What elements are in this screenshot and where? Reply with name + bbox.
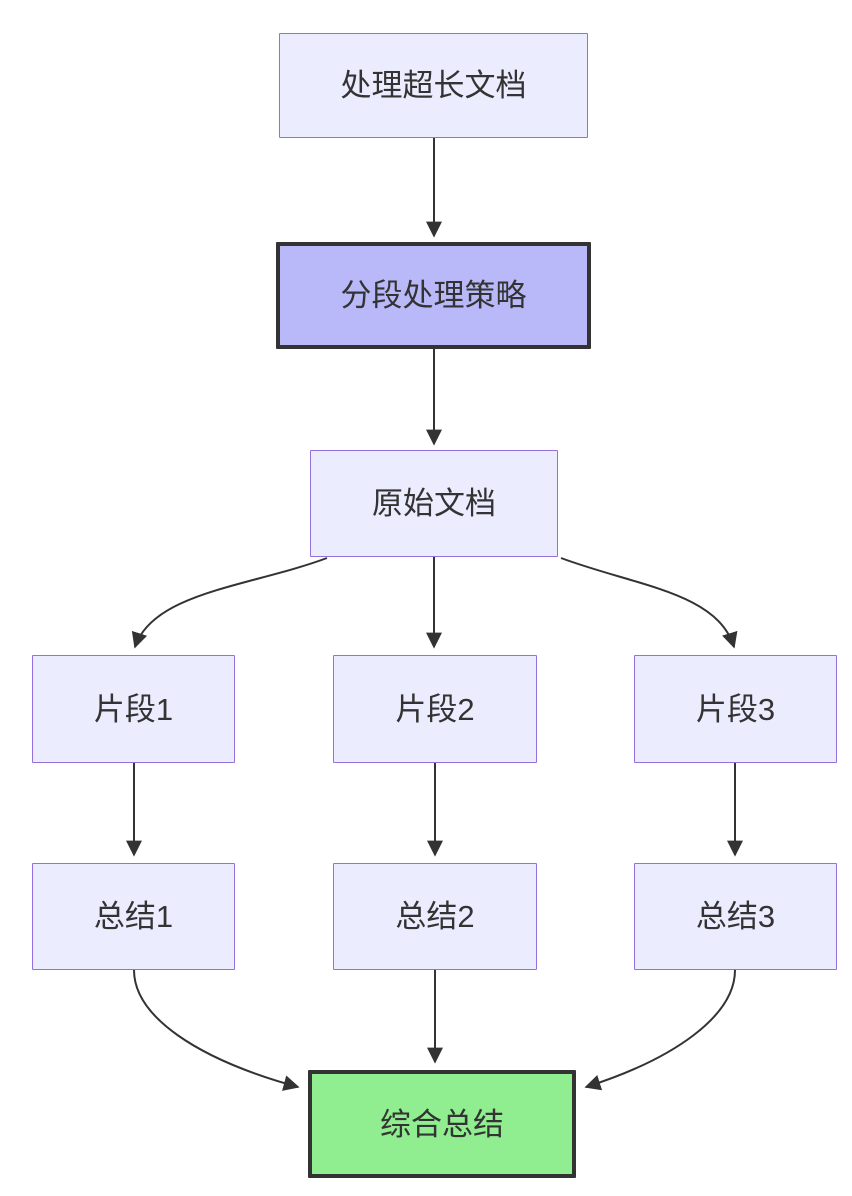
edge-original-seg1: [131, 557, 328, 649]
node-sum3: 总结3: [634, 863, 837, 970]
node-sum1-label: 总结1: [93, 899, 174, 934]
node-strategy: 分段处理策略: [276, 242, 591, 349]
edge-sum1-final: [133, 969, 300, 1091]
node-seg1: 片段1: [32, 655, 235, 763]
node-original-label: 原始文档: [372, 486, 496, 521]
edge-original-seg3: [560, 557, 738, 649]
node-start-label: 处理超长文档: [340, 68, 527, 103]
node-original: 原始文档: [310, 450, 558, 557]
node-sum3-label: 总结3: [695, 899, 776, 934]
node-strategy-label: 分段处理策略: [340, 278, 527, 313]
node-seg1-label: 片段1: [93, 691, 174, 727]
node-sum1: 总结1: [32, 863, 235, 970]
node-seg2: 片段2: [333, 655, 537, 763]
node-seg2-label: 片段2: [395, 691, 475, 727]
node-seg3: 片段3: [634, 655, 837, 763]
node-sum2-label: 总结2: [395, 899, 475, 934]
edge-sum3-final: [584, 969, 736, 1091]
node-seg3-label: 片段3: [695, 691, 776, 727]
node-final: 综合总结: [308, 1070, 576, 1178]
node-start: 处理超长文档: [279, 33, 588, 138]
node-sum2: 总结2: [333, 863, 537, 970]
node-final-label: 综合总结: [380, 1106, 504, 1142]
